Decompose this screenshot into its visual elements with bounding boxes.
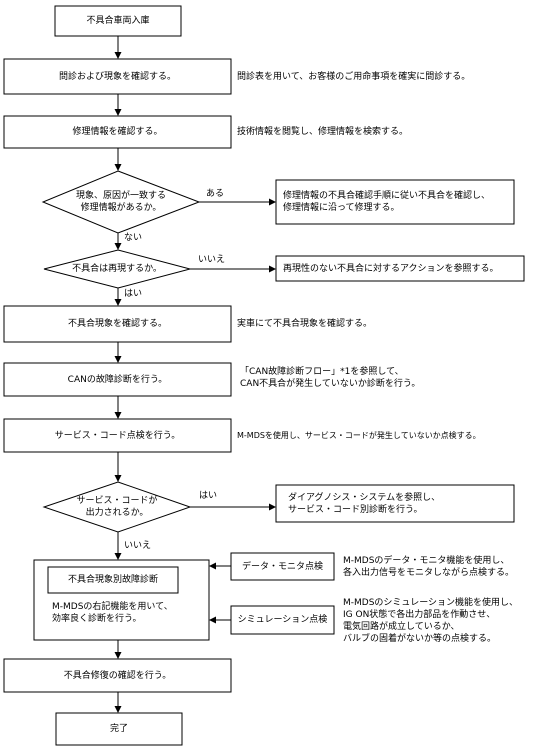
intake-label: 不具合車両入庫 xyxy=(86,16,150,26)
note-simulation-line-1: M-MDSのシミュレーション機能を使用し、 xyxy=(343,598,519,608)
mmds-use-label: M-MDSの右記機能を用いて、 効率良く診断を行う。 xyxy=(52,601,173,625)
match-yes-label: 修理情報の不具合確認手順に従い不具合を確認し、 修理情報に沿って修理する。 xyxy=(283,190,490,214)
note-interview: 問診表を用いて、お客様のご用命事項を確実に問診する。 xyxy=(237,72,471,82)
repair-confirm-label: 不具合修復の確認を行う。 xyxy=(63,671,172,681)
branch-label-aru: ある xyxy=(206,189,225,199)
note-can-diag: 「CAN故障診断フロー」*1を参照して、 CAN不具合が発生していないか診断を行… xyxy=(240,366,420,390)
service-code-label: サービス・コード点検を行う。 xyxy=(54,431,181,441)
note-data-monitor-line-1: M-MDSのデータ・モニタ機能を使用し、 xyxy=(343,556,510,566)
note-simulation-line-4: バルブの固着がないか等の点検する。 xyxy=(343,634,497,644)
branch-label-hai-1: はい xyxy=(124,289,143,299)
branch-label-iie-1: いいえ xyxy=(198,255,226,265)
interview-label: 問診および現象を確認する。 xyxy=(58,72,176,82)
note-simulation-line-2: IG ON状態で各出力部品を作動させ、 xyxy=(343,610,496,620)
reproducible-decision-label: 不具合は再現するか。 xyxy=(72,264,162,274)
note-simulation-line-3: 電気回路が成立しているか、 xyxy=(343,622,460,632)
done-box xyxy=(55,712,183,746)
note-data-monitor: M-MDSのデータ・モニタ機能を使用し、 各入出力信号をモニタしながら点検する。 xyxy=(343,555,514,579)
note-service-code: M-MDSを使用し、サービス・コードが発生していないか点検する。 xyxy=(237,431,481,440)
code-output-decision-label: サービス・コードが 出力されるか。 xyxy=(44,495,190,519)
note-data-monitor-line-2: 各入出力信号をモニタしながら点検する。 xyxy=(343,568,515,578)
code-yes-label: ダイアグノシス・システムを参照し、 サービス・コード別診断を行う。 xyxy=(288,492,440,516)
match-yes-line-2: 修理情報に沿って修理する。 xyxy=(283,203,400,213)
code-yes-line-1: ダイアグノシス・システムを参照し、 xyxy=(288,493,441,503)
branch-label-iie-2: いいえ xyxy=(124,541,152,551)
not-reproducible-label: 再現性のない不具合に対するアクションを参照する。 xyxy=(283,264,499,274)
note-simulation: M-MDSのシミュレーション機能を使用し、 IG ON状態で各出力部品を作動させ… xyxy=(343,597,518,645)
match-decision-label: 現象、原因が一致する 修理情報があるか。 xyxy=(43,190,199,214)
note-can-diag-line-1: 「CAN故障診断フロー」*1を参照して、 xyxy=(240,367,404,377)
match-decision-line-2: 修理情報があるか。 xyxy=(80,203,162,213)
code-yes-line-2: サービス・コード別診断を行う。 xyxy=(288,505,423,515)
not-reproducible-box xyxy=(275,255,525,282)
diagnosis-group-box xyxy=(33,559,210,641)
mmds-use-line-1: M-MDSの右記機能を用いて、 xyxy=(52,602,173,612)
done-label: 完了 xyxy=(109,724,128,734)
note-repair-info: 技術情報を閲覧し、修理情報を検索する。 xyxy=(237,127,409,137)
mmds-use-line-2: 効率良く診断を行う。 xyxy=(52,614,142,624)
match-yes-box xyxy=(275,179,515,225)
simulation-label: シミュレーション点検 xyxy=(237,615,328,625)
repair-info-label: 修理情報を確認する。 xyxy=(72,127,163,137)
code-output-line-2: 出力されるか。 xyxy=(85,508,149,518)
match-decision-line-1: 現象、原因が一致する xyxy=(75,191,166,201)
note-can-diag-line-2: CAN不具合が発生していないか診断を行う。 xyxy=(240,379,421,389)
branch-label-hai-2: はい xyxy=(199,491,218,501)
note-reproduce-confirm: 実車にて不具合現象を確認する。 xyxy=(237,319,373,329)
phenomenon-diag-box xyxy=(47,566,179,594)
reproduce-confirm-label: 不具合現象を確認する。 xyxy=(67,319,167,329)
code-output-line-1: サービス・コードが xyxy=(76,496,158,506)
match-yes-line-1: 修理情報の不具合確認手順に従い不具合を確認し、 xyxy=(283,191,491,201)
phenomenon-diag-label: 不具合現象別故障診断 xyxy=(67,575,158,585)
code-yes-box xyxy=(275,484,515,523)
data-monitor-label: データ・モニタ点検 xyxy=(241,562,323,572)
branch-label-nai: ない xyxy=(124,233,143,243)
can-diag-label: CANの故障診断を行う。 xyxy=(67,375,168,385)
